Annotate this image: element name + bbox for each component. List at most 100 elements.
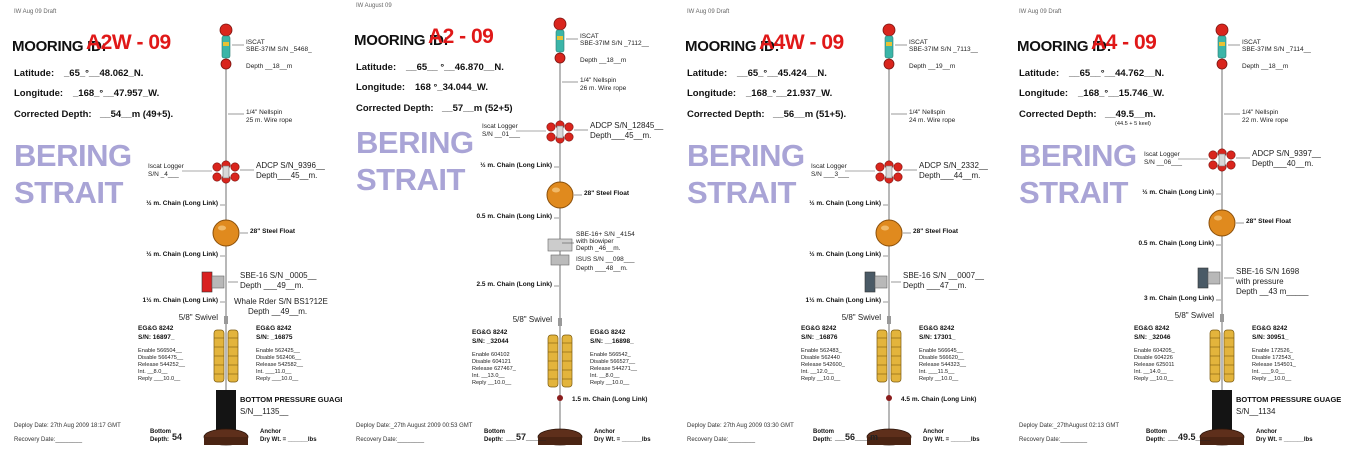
bottom-depth-value: __56___m [835,432,879,442]
mooring-drawing [1178,23,1250,446]
swivel-icon [224,316,228,324]
latitude-value: __65__ °__46.870__N. [406,62,504,73]
chain-above-float-label: ½ m. Chain (Long Link) [1142,189,1214,196]
wire-rope-length: 24 m. Wire rope [909,117,956,124]
latitude-label: Latitude: [687,68,728,79]
release-left-line-0: Enable 566504__ [138,348,182,354]
release-left-title: EG&G 8242 [801,325,837,332]
release-left-line-4: Reply __10.0__ [1134,376,1174,382]
sbe16-line-1: Depth ___47__m. [903,281,967,290]
adcp-float-ball-icon [1226,150,1236,160]
steel-float-label: 28" Steel Float [1246,218,1291,225]
release-left-line-1: Disable 604121 [472,359,511,365]
bottom-depth-label: Bottom [813,429,834,435]
wire-rope-label: 1/4" Nellspin [246,109,283,116]
anchor-dry-weight: Dry Wt. = ______lbs [1256,437,1313,443]
release-right-line-4: Reply __10.0__ [590,380,630,386]
iscat-logger-label: Iscat Logger [482,123,518,130]
chain-below-float-label: ½ m. Chain (Long Link) [809,251,881,258]
release-left-line-4: Reply ___10.0__ [138,376,181,382]
deploy-date: Deploy Date: 27th Aug 2009 18:17 GMT [14,423,121,429]
bottom-depth-label: Bottom [1146,429,1167,435]
region-line-2: STRAIT [14,175,123,210]
iscat-sn: SBE-37IM S/N _7112__ [580,40,649,47]
release-right-line-1: Disable 566527__ [590,359,636,365]
latitude-label: Latitude: [14,68,55,79]
region-line-2: STRAIT [356,162,465,197]
release-left-line-1: Disable 562440 [801,355,840,361]
release-right-line-0: Enable 172526_ [1252,348,1293,354]
isus-depth: Depth ___48__m. [576,265,628,272]
adcp-float-ball-icon [564,132,574,142]
corrected-depth-label: Corrected Depth: [14,109,92,120]
release-left-line-3: Int. __12.0__ [801,369,834,375]
draft-label: IW August 09 [356,3,392,9]
release-right-title: EG&G 8242 [590,329,626,336]
deploy-date: Deploy Date:_27thAugust 02:13 GMT [1019,423,1120,429]
mooring-id-label: MOORING ID: [685,38,780,55]
release-right-line-2: Release 542582__ [256,362,303,368]
chain-to-swivel-label: 1½ m. Chain (Long Link) [805,297,881,304]
release-left-line-4: Reply __10.0__ [472,380,512,386]
iscat-band-icon [886,42,892,46]
longitude-value: _168_°__47.957_W. [73,88,160,99]
iscat-sensor-icon [1217,35,1227,59]
bottom-depth-label-2: Depth: [1146,437,1165,443]
release-right-title: EG&G 8242 [919,325,955,332]
release-right-sn: S/N: 17301_ [919,334,956,341]
release-right-line-1: Disable 566620__ [919,355,965,361]
release-right-sn: S/N: __16898_ [590,338,634,345]
wire-rope-label: 1/4" Nellspin [909,109,946,116]
bottom-depth-label-2: Depth: [813,437,832,443]
corrected-depth-value: __54__m (49+5). [100,109,174,120]
anchor-dry-weight: Dry Wt. = ______lbs [594,437,651,443]
iscat-label: ISCAT [246,39,265,46]
iscat-logger-sn: S/N _4___ [148,171,179,178]
release-right-line-4: Reply ___10.0__ [256,376,299,382]
sbe16-line-1: with pressure [1236,277,1284,286]
adcp-float-ball-icon [893,162,903,172]
iscat-band-icon [1219,42,1225,46]
bottom-pressure-gauge-icon [216,390,236,432]
iscat-label: ISCAT [1242,39,1261,46]
iscat-logger-sn: S/N __06___ [1144,159,1182,166]
adcp-sn: ADCP S/N_9397__ [1252,149,1321,158]
bottom-pressure-gauge-label: BOTTOM PRESSURE GUAGE [240,395,342,404]
steel-float-label: 28" Steel Float [250,228,295,235]
corrected-depth-label: Corrected Depth: [1019,109,1097,120]
top-buoy-icon [219,23,233,37]
sbe16-clamp-icon [211,275,225,289]
anchor-base-icon [204,437,248,445]
iscat-label: ISCAT [909,39,928,46]
wire-rope-label: 1/4" Nellspin [1242,109,1279,116]
anchor-label: Anchor [923,429,944,435]
mooring-drawing [516,17,588,446]
draft-label: IW Aug 09 Draft [687,9,730,15]
corrected-depth-note: (44.5 + 5 keel) [1115,121,1151,127]
release-left-line-2: Release 625011 [1134,362,1175,368]
anchor-label: Anchor [594,429,615,435]
bottom-depth-value: __49.5___ [1168,432,1211,442]
release-left-sn: S/N: _32046 [1134,334,1171,341]
chain-link-icon [557,395,563,401]
top-buoy-icon [882,23,896,37]
sbe16-line-1: with biowiper [576,238,614,245]
whale-recorder-depth: Depth __49__m. [248,307,308,316]
release-left-sn: S/N: 16897_ [138,334,175,341]
bottom-depth-label: Bottom [150,429,171,435]
adcp-float-ball-icon [1208,150,1218,160]
isus-sn: ISUS S/N __098___ [576,256,635,263]
longitude-value: _168_°__21.937_W. [746,88,833,99]
latitude-value: _65_°__48.062_N. [64,68,144,79]
mooring-drawing [182,23,254,446]
release-left-line-0: Enable 604205_ [1134,348,1175,354]
mooring-id-value: A4W - 09 [759,31,844,54]
adcp-sn: ADCP S/N_12845__ [590,121,664,130]
release-right-sn: S/N: 30951_ [1252,334,1289,341]
corrected-depth-value: __49.5__m. [1105,109,1156,120]
bottom-depth-label-2: Depth: [150,437,169,443]
release-right-sn: S/N: _16875 [256,334,293,341]
bottom-depth-label: Bottom [484,429,505,435]
release-left-title: EG&G 8242 [138,325,174,332]
